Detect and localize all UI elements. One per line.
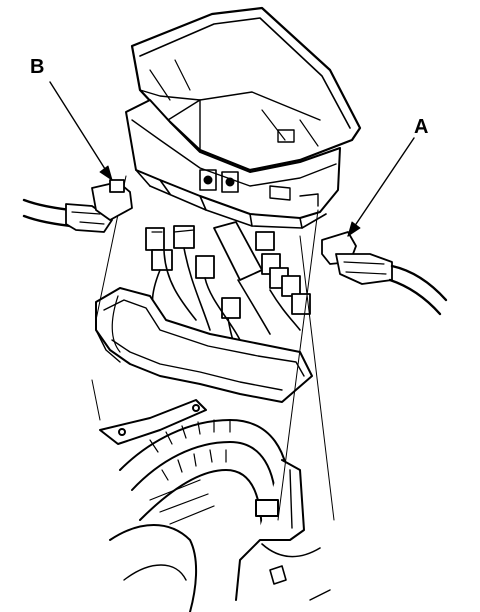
main-harness	[99, 399, 291, 612]
callout-arrowhead-b	[99, 165, 113, 181]
callout-label-b: B	[30, 56, 45, 78]
connector-b	[22, 179, 133, 233]
callout-arrow-b	[49, 81, 113, 181]
callout-label-a: A	[414, 116, 429, 138]
fuse-box-frame	[125, 99, 341, 229]
mounting-bracket	[235, 459, 331, 601]
callout-arrowhead-a	[347, 221, 361, 237]
callout-arrow-a	[347, 137, 415, 237]
connector-a	[321, 231, 448, 316]
harness-connectors	[145, 221, 311, 349]
fuse-box-tray	[95, 287, 313, 403]
